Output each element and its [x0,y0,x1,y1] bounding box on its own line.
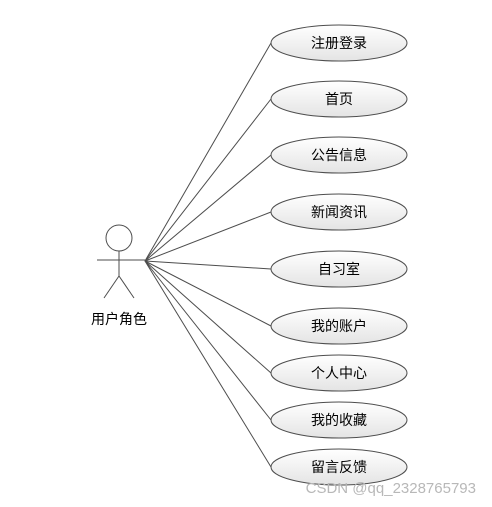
association-line [144,42,272,262]
use-case-label: 自习室 [318,261,360,278]
use-case: 注册登录 [270,24,408,62]
use-case-ellipse [270,448,408,486]
use-case-label: 注册登录 [311,36,367,52]
use-case: 自习室 [270,250,408,288]
association-line [144,260,272,327]
association-line [144,211,272,262]
use-case: 我的收藏 [270,401,408,439]
use-case: 留言反馈 [270,448,408,486]
use-case: 公告信息 [270,136,408,174]
use-case-ellipse [270,401,408,439]
watermark: CSDN @qq_2328765793 [306,480,476,497]
use-case-label: 首页 [325,92,353,108]
association-line [144,98,272,262]
association-line [144,260,272,468]
actor-right-leg [118,275,135,299]
use-case-label: 公告信息 [311,147,367,164]
use-case: 个人中心 [270,354,408,392]
use-case: 我的账户 [270,307,408,345]
use-case: 首页 [270,80,408,118]
association-lines [144,42,272,468]
association-line [144,260,272,421]
use-case-label: 我的账户 [311,318,367,335]
use-case-label: 新闻资讯 [311,205,367,221]
use-case-ellipse [270,250,408,288]
use-case-label: 留言反馈 [311,460,367,476]
actor-head [105,224,133,252]
use-case-ellipse [270,80,408,118]
actor-label: 用户角色 [91,311,147,328]
use-case-ellipse [270,307,408,345]
association-line [144,260,272,374]
use-case-label: 我的收藏 [311,413,367,429]
use-case-label: 个人中心 [311,366,367,382]
use-case: 新闻资讯 [270,193,408,231]
use-case-ellipse [270,354,408,392]
use-case-ellipse [270,136,408,174]
use-case-ellipse [270,193,408,231]
actor-stick-figure: 用户角色 [91,224,147,328]
actor-left-leg [103,275,120,299]
use-case-ellipse [270,24,408,62]
association-line [144,260,272,270]
association-line [144,154,272,262]
